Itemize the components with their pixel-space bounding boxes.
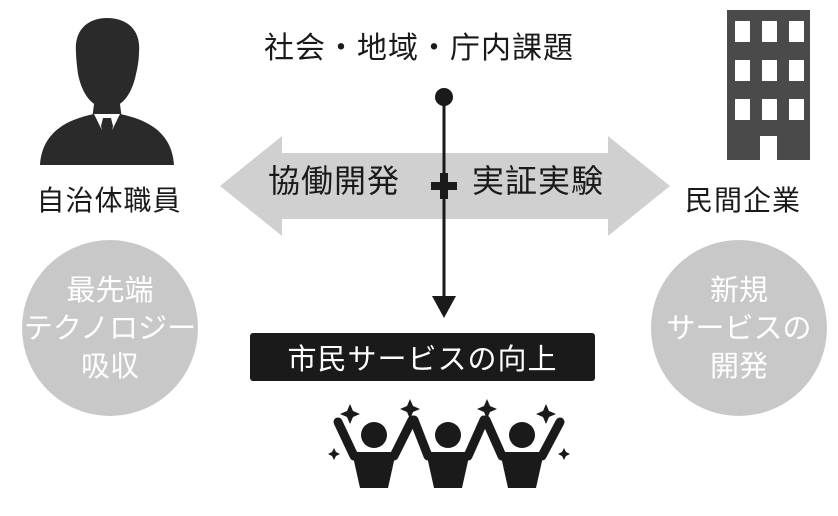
co-development-label: 協働開発: [268, 162, 401, 200]
demonstration-experiment-label: 実証実験: [472, 162, 605, 200]
staff-benefit-line: 最先端: [66, 273, 154, 307]
person-icon: [40, 18, 174, 165]
celebrating-people-icon: [328, 399, 570, 488]
flow-arrowhead: [432, 296, 456, 318]
staff-benefit-line: テクノロジー: [23, 311, 197, 345]
company-benefit-line: 新規: [709, 273, 768, 307]
company-benefit-bubble: 新規 サービスの 開発: [651, 240, 827, 416]
plus-icon: [431, 173, 457, 199]
issues-label: 社会・地域・庁内課題: [264, 31, 574, 66]
citizen-service-improvement-box: 市民サービスの向上: [250, 333, 595, 381]
staff-benefit-bubble: 最先端 テクノロジー 吸収: [22, 240, 198, 416]
building-icon: [727, 10, 810, 160]
staff-benefit-line: 吸収: [80, 349, 139, 383]
result-label: 市民サービスの向上: [287, 342, 558, 376]
private-company-label: 民間企業: [684, 184, 801, 217]
company-benefit-line: 開発: [709, 349, 768, 383]
municipal-staff-label: 自治体職員: [36, 184, 182, 217]
company-benefit-line: サービスの: [666, 311, 812, 345]
